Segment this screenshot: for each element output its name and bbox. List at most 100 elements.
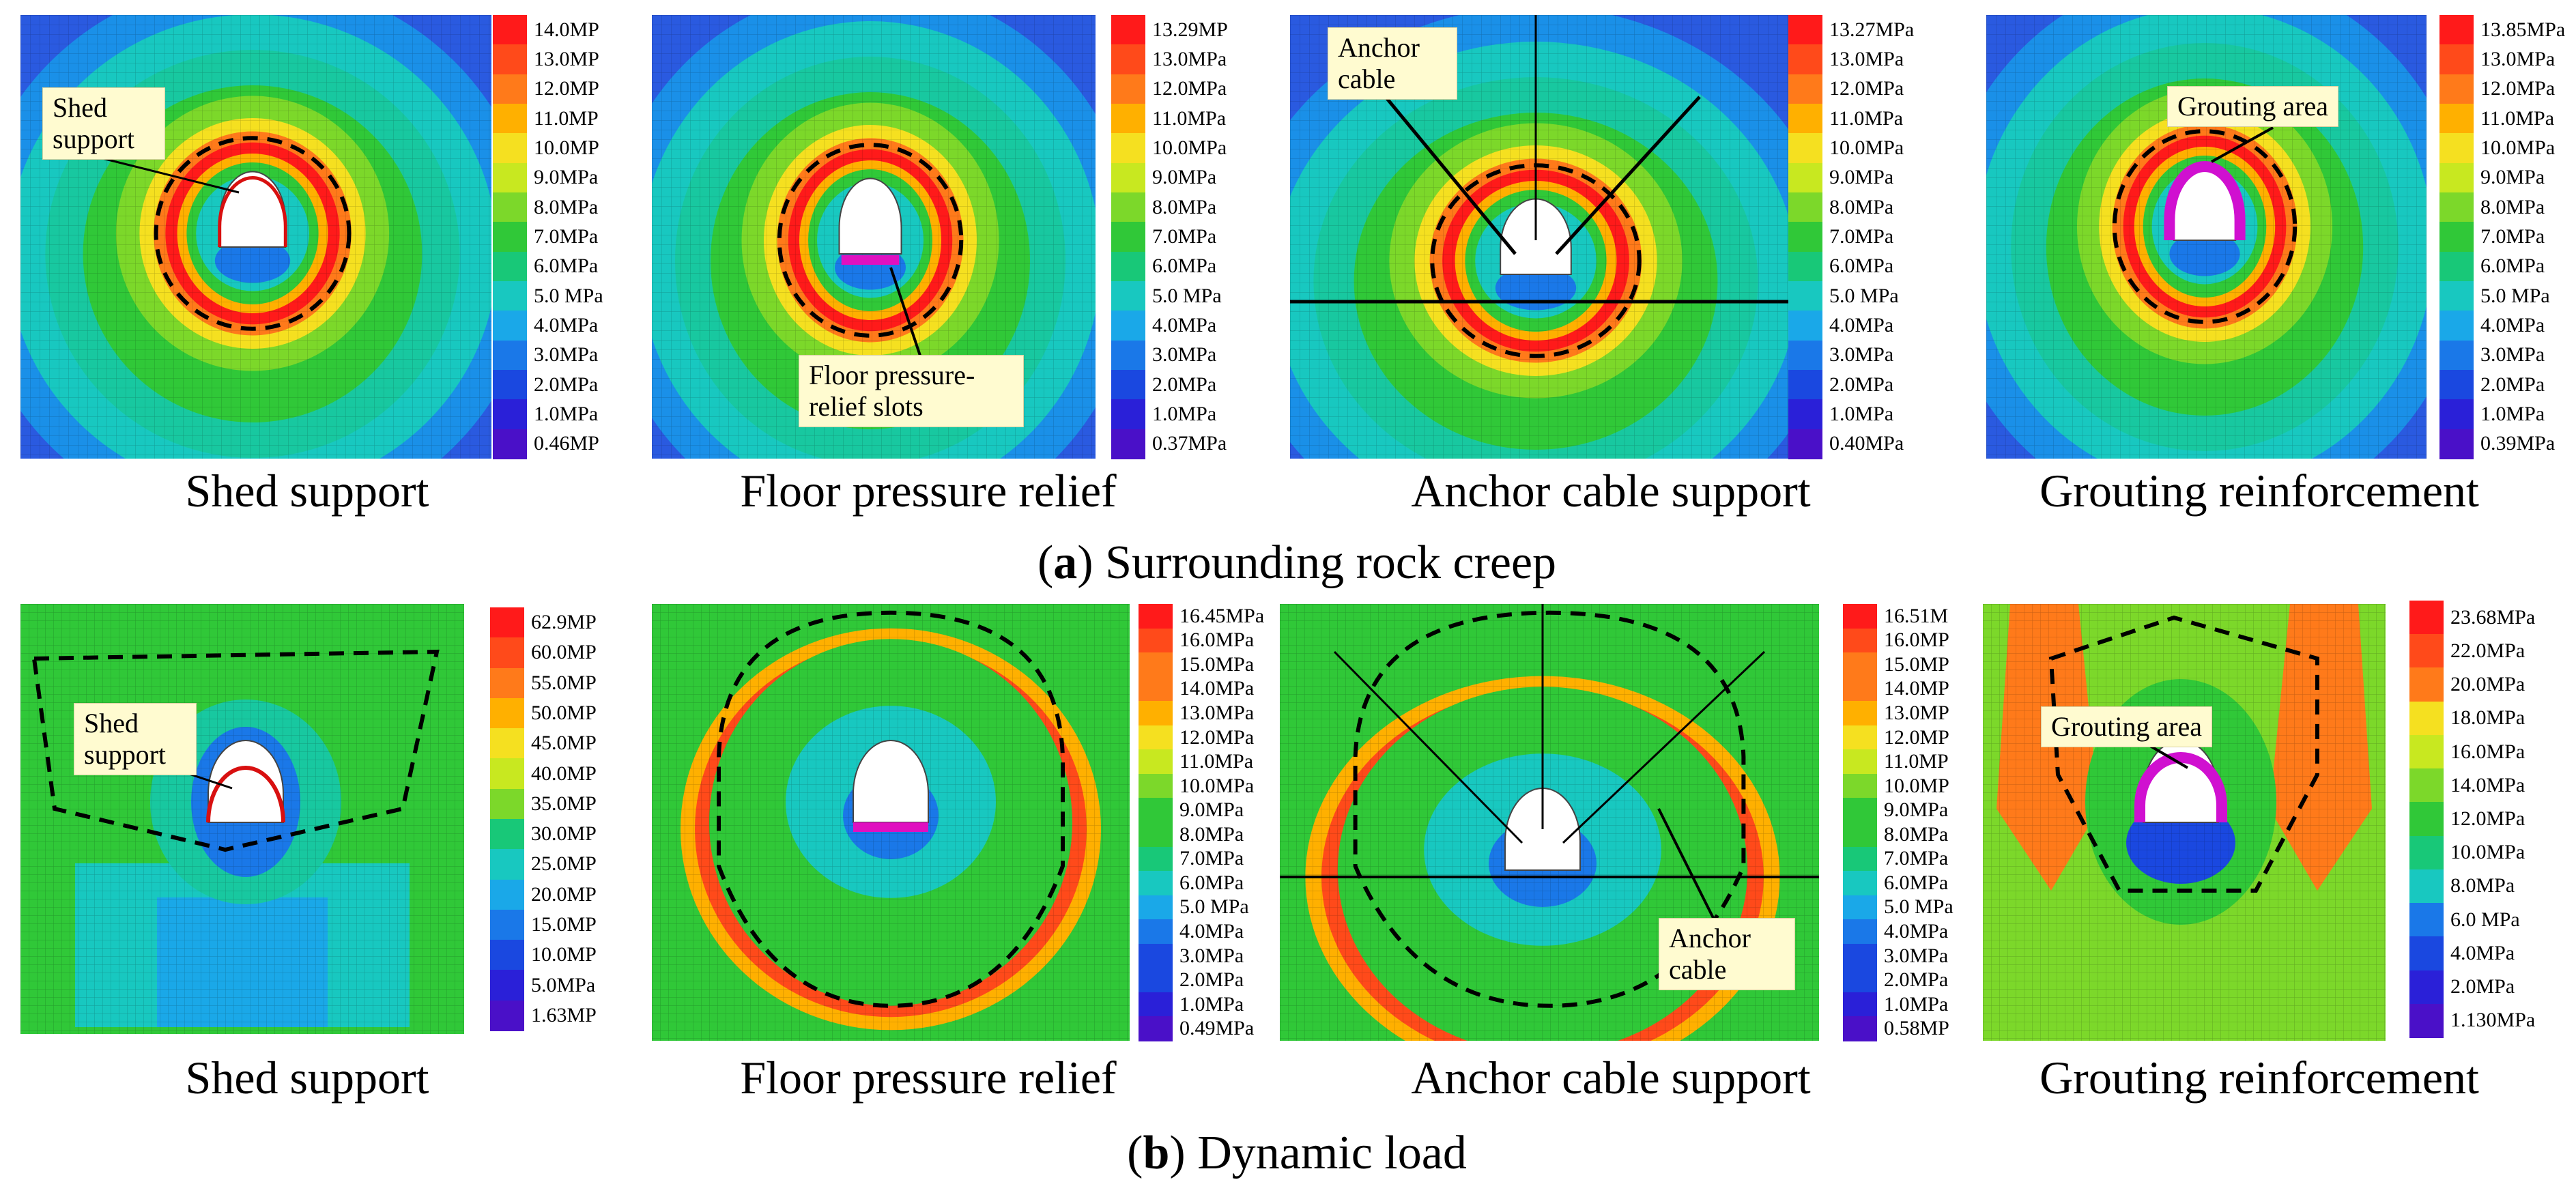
legend-label: 16.45MPa [1179, 604, 1265, 627]
legend-label: 22.0MPa [2450, 639, 2525, 662]
legend-label: 10.0MPa [2480, 136, 2556, 159]
legend-label: 6.0MPa [534, 255, 599, 278]
legend-swatch [1139, 628, 1173, 654]
legend-swatch [2409, 936, 2444, 971]
legend-label: 8.0MPa [1884, 822, 1949, 846]
legend-swatch [490, 909, 524, 941]
legend-swatch [2439, 74, 2474, 104]
legend-swatch [1111, 222, 1145, 253]
legend-label: 1.63MP [531, 1003, 597, 1026]
legend-label: 3.0MPa [1829, 343, 1894, 366]
panel-a4-contour [1986, 15, 2427, 459]
legend-label: 0.58MP [1884, 1017, 1949, 1040]
legend-swatch [1139, 943, 1173, 969]
legend-swatch [490, 819, 524, 850]
legend-swatch [1843, 822, 1877, 848]
legend-swatch [2409, 835, 2444, 870]
legend-swatch [1788, 281, 1822, 312]
legend-label: 16.0MP [1884, 629, 1949, 652]
row-b-title: (b) Dynamic load [1127, 1127, 1467, 1179]
legend-swatch [1843, 798, 1877, 823]
legend-label: 5.0MPa [531, 973, 596, 996]
caption-a-shed-support: Shed support [185, 465, 429, 517]
legend-swatch [1788, 162, 1822, 193]
legend-label: 13.0MPa [1179, 702, 1255, 724]
legend-swatch [2439, 192, 2474, 223]
legend-swatch [1111, 340, 1145, 371]
legend-color-bar [1843, 604, 1877, 1041]
legend-label: 14.0MPa [1179, 677, 1255, 700]
row-b-title-text: Dynamic load [1197, 1127, 1467, 1179]
legend-swatch [1843, 652, 1877, 678]
legend-swatch [1139, 846, 1173, 872]
legend-label: 14.0MP [534, 18, 599, 41]
legend-label: 12.0MP [1884, 725, 1949, 749]
row-a-letter: a [1053, 536, 1078, 589]
legend-swatch [493, 44, 527, 75]
legend-label: 8.0MPa [534, 195, 599, 218]
legend-swatch [1788, 44, 1822, 75]
legend-label: 11.0MPa [1152, 106, 1227, 130]
legend-swatch [1843, 725, 1877, 751]
legend-swatch [493, 133, 527, 164]
callout-grouting-area-b: Grouting area [2041, 706, 2213, 747]
legend-swatch [1843, 701, 1877, 726]
legend-swatch [1111, 133, 1145, 164]
legend-swatch [2409, 802, 2444, 837]
legend-label: 3.0MPa [534, 343, 599, 366]
legend-label: 15.0MP [1884, 652, 1949, 676]
legend-label: 45.0MP [531, 732, 597, 755]
legend-swatch [1139, 992, 1173, 1018]
legend-swatch [1111, 429, 1145, 459]
legend-swatch [1111, 251, 1145, 282]
legend-swatch [1111, 370, 1145, 401]
legend-label: 10.0MPa [1152, 136, 1227, 159]
legend-label: 7.0MPa [534, 225, 599, 248]
legend-swatch [2409, 903, 2444, 938]
caption-b-anchor-cable-support: Anchor cable support [1411, 1052, 1811, 1104]
caption-b-grouting-reinforcement: Grouting reinforcement [2040, 1052, 2479, 1104]
legend-label: 0.46MP [534, 432, 599, 455]
legend-swatch [1788, 399, 1822, 430]
legend-label: 20.0MP [531, 882, 597, 906]
legend-label: 14.0MPa [2450, 773, 2525, 796]
legend-swatch [2409, 869, 2444, 904]
legend-swatch [2409, 1003, 2444, 1038]
legend-label: 2.0MPa [1884, 968, 1949, 992]
legend-label: 13.0MP [534, 48, 599, 70]
legend-label: 40.0MP [531, 762, 597, 785]
legend-label: 13.29MP [1152, 18, 1228, 41]
callout-leader [889, 267, 926, 371]
legend-swatch [2439, 133, 2474, 164]
legend-label: 10.0MP [1884, 774, 1949, 797]
legend-label: 13.0MPa [1152, 48, 1227, 70]
legend-swatch [1843, 773, 1877, 799]
legend-label: 2.0MPa [1152, 373, 1217, 396]
callout-shed-support-a: Shed support [42, 87, 165, 160]
legend-label: 16.0MPa [2450, 740, 2525, 763]
legend-label: 3.0MPa [1152, 343, 1217, 366]
legend-swatch [493, 281, 527, 312]
legend-label: 7.0MPa [2480, 225, 2545, 248]
legend-swatch [1788, 251, 1822, 282]
legend-label: 16.0MPa [1179, 629, 1255, 652]
legend-swatch [493, 192, 527, 223]
legend-label: 12.0MPa [2450, 807, 2525, 830]
legend-label: 9.0MPa [1884, 798, 1949, 822]
legend-swatch [1788, 370, 1822, 401]
anchor-cable-left [1384, 96, 1517, 255]
legend-label: 6.0MPa [1152, 255, 1217, 278]
legend-swatch [1788, 192, 1822, 223]
legend-color-bar [2409, 601, 2444, 1038]
legend-label: 9.0MPa [1179, 798, 1244, 822]
row-a-title-text: Surrounding rock creep [1105, 536, 1557, 589]
legend-label: 4.0MPa [534, 314, 599, 336]
legend-swatch [490, 849, 524, 880]
legend-swatch [2409, 970, 2444, 1005]
legend-label: 3.0MPa [1884, 944, 1949, 967]
legend-swatch [2409, 667, 2444, 702]
legend-label: 1.130MPa [2450, 1009, 2536, 1032]
legend-label: 1.0MPa [2480, 403, 2545, 425]
